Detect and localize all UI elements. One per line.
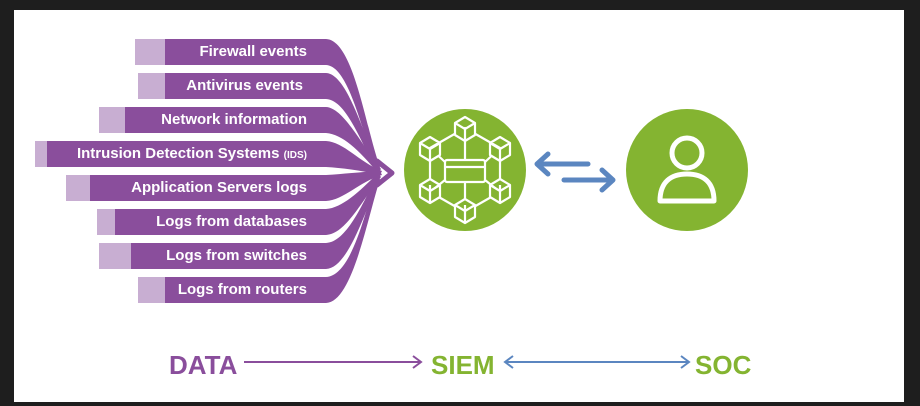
source-tab-5 <box>66 175 90 201</box>
bidirectional-arrows-icon <box>534 151 616 193</box>
source-tabs <box>35 39 165 303</box>
source-bar-6 <box>115 173 381 235</box>
network-cubes-icon <box>418 115 512 225</box>
data-arrowhead <box>374 158 395 188</box>
source-label-antivirus: Antivirus events <box>186 77 303 94</box>
source-bar-7 <box>131 175 380 269</box>
ids-label-text: Intrusion Detection Systems <box>76 145 280 162</box>
data-to-siem-arrow <box>244 355 423 369</box>
source-bar-5 <box>90 171 382 201</box>
source-tab-4 <box>35 141 47 167</box>
ids-label-suffix: (IDS) <box>283 150 307 161</box>
soc-label: SOC <box>695 350 752 380</box>
source-bar-4 <box>47 141 382 175</box>
source-tab-6 <box>97 209 115 235</box>
source-bar-1 <box>165 39 380 171</box>
source-bar-8 <box>165 176 380 303</box>
source-tab-7 <box>99 243 131 269</box>
source-bars <box>47 39 382 303</box>
source-label-switches: Logs from switches <box>166 247 307 264</box>
siem-label: SIEM <box>431 350 495 380</box>
source-bar-2 <box>165 73 380 172</box>
user-icon <box>657 135 717 204</box>
data-label: DATA <box>169 350 238 380</box>
siem-soc-arrow <box>503 355 691 369</box>
source-label-firewall: Firewall events <box>199 43 307 60</box>
source-label-network: Network information <box>161 111 307 128</box>
source-tab-3 <box>99 107 125 133</box>
source-tab-8 <box>138 277 165 303</box>
diagram-canvas: Firewall events Antivirus events Network… <box>14 10 904 402</box>
source-label-routers: Logs from routers <box>177 281 307 298</box>
source-bar-3 <box>125 107 381 173</box>
source-label-app-servers: Application Servers logs <box>131 179 307 196</box>
diagram-graphics <box>35 39 748 369</box>
source-label-databases: Logs from databases <box>156 213 307 230</box>
source-label-ids: Intrusion Detection Systems (IDS) <box>47 141 307 167</box>
source-tab-2 <box>138 73 165 99</box>
source-tab-1 <box>135 39 165 65</box>
